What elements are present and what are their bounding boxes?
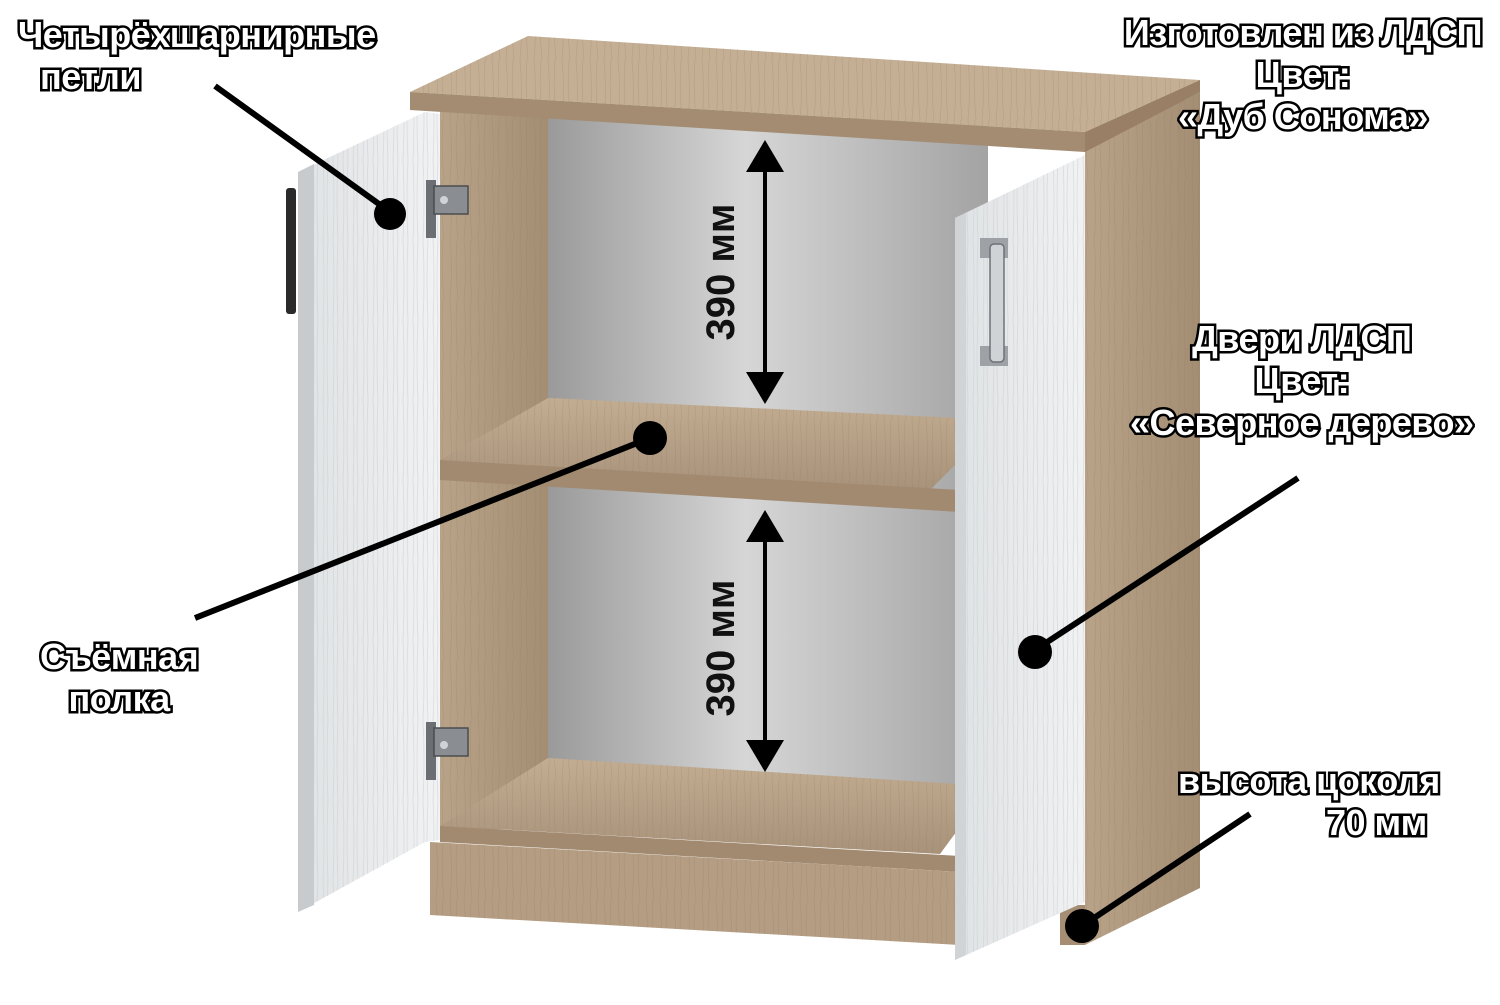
material-callout-line1: Изготовлен из ЛДСП [1121, 10, 1485, 56]
doors-callout-line1: Двери ЛДСП [1190, 316, 1415, 362]
plinth-callout-line1: высота цоколя [1176, 758, 1443, 804]
hinges-callout: Четырёхшарнирные петли [16, 12, 379, 100]
plinth [430, 842, 1085, 945]
doors-callout-line3: «Северное дерево» [1128, 400, 1477, 446]
left-door-handle-icon [286, 188, 296, 314]
lower-dimension-label: 390 мм [699, 579, 743, 716]
right-side-panel [1085, 92, 1200, 945]
doors-callout: Двери ЛДСП Цвет: «Северное дерево» [1128, 316, 1477, 446]
hinge-bottom-icon [426, 722, 469, 780]
hinges-callout-line2: петли [38, 54, 144, 100]
upper-dimension-arrow [746, 140, 784, 404]
shelf-callout-line2: полка [66, 676, 173, 722]
top-panel [410, 36, 1200, 152]
doors-leader [1018, 475, 1300, 669]
lower-dimension-arrow [746, 510, 784, 772]
plinth-callout-line2: 70 мм [1324, 800, 1430, 846]
shelf-leader [193, 421, 667, 621]
material-callout-line3: «Дуб Сонома» [1175, 94, 1430, 140]
material-callout: Изготовлен из ЛДСП Цвет: «Дуб Сонома» [1121, 10, 1485, 140]
hinges-callout-line1: Четырёхшарнирные [16, 12, 379, 58]
doors-callout-line2: Цвет: [1252, 358, 1352, 404]
hinges-leader [213, 83, 406, 230]
hinge-top-icon [426, 180, 469, 238]
plinth-leader [1065, 811, 1252, 943]
bottom-panel [440, 758, 990, 872]
shelf-callout: Съёмная полка [37, 634, 201, 722]
left-door [298, 112, 440, 912]
material-callout-line2: Цвет: [1253, 52, 1353, 98]
plinth-callout: высота цоколя 70 мм [1176, 758, 1443, 846]
upper-dimension-label: 390 мм [699, 203, 743, 340]
right-door-handle-icon [980, 238, 1008, 366]
right-door [955, 155, 1085, 960]
shelf-callout-line1: Съёмная [37, 634, 201, 680]
